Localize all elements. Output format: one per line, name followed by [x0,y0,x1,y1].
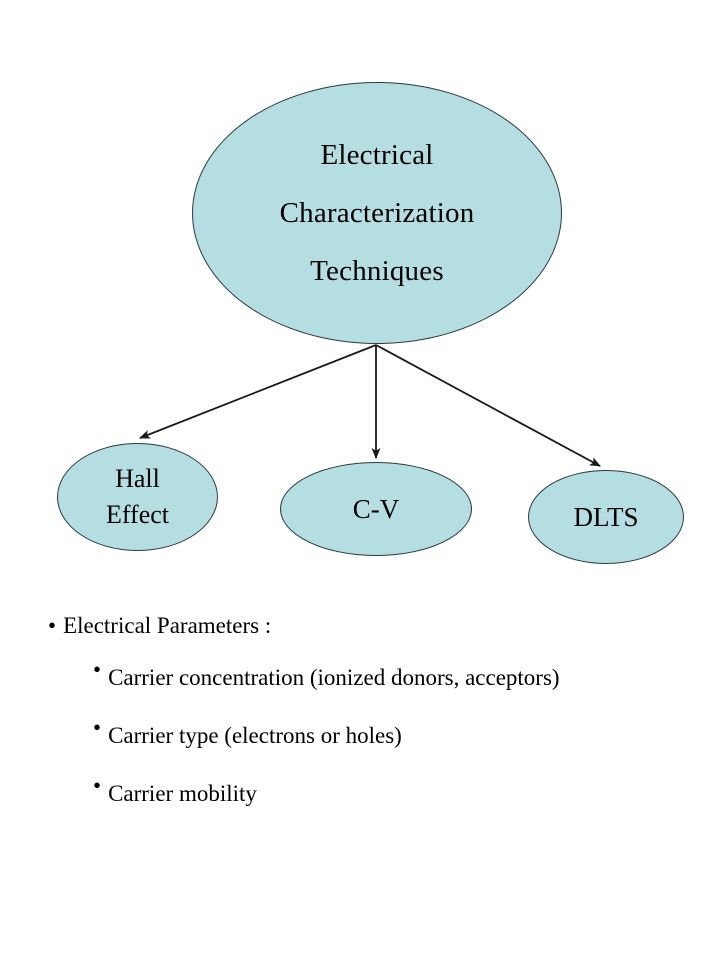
node-label: Hall Effect [105,464,170,529]
list-item: • Carrier concentration (ionized donors,… [0,656,720,699]
node-label: DLTS [573,502,639,532]
list-item: • Carrier type (electrons or holes) [0,714,720,757]
list-item-label: Carrier type (electrons or holes) [108,723,402,748]
bullet-icon: • [93,773,102,798]
bullet-icon: • [48,613,57,638]
bullet-icon: • [93,657,102,682]
connector-root-to-dlts [375,344,601,467]
node-label: C-V [352,494,400,524]
bullet-icon: • [93,715,102,740]
list-item: • Carrier mobility [0,772,720,815]
electrical-parameters-list: • Electrical Parameters : • Carrier conc… [0,612,720,830]
list-item: • Electrical Parameters : [0,612,720,640]
connector-root-to-hall-effect [139,344,377,439]
node-label: Electrical Characterization Techniques [279,139,475,287]
list-item-label: Carrier mobility [108,781,257,806]
node-dlts[interactable]: DLTS [528,470,684,564]
node-electrical-characterization-techniques[interactable]: Electrical Characterization Techniques [192,82,562,344]
list-item-label: Electrical Parameters : [63,613,272,638]
node-c-v[interactable]: C-V [280,462,472,556]
list-item-label: Carrier concentration (ionized donors, a… [108,665,560,690]
node-hall-effect[interactable]: Hall Effect [57,443,218,551]
